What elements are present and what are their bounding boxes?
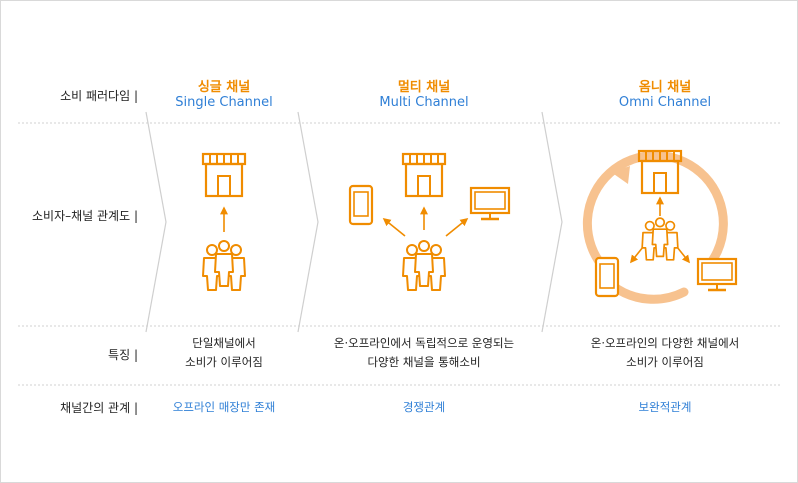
store-icon (201, 152, 247, 198)
feature-line: 온·오프라인의 다양한 채널에서 (590, 336, 740, 350)
single-channel-subtitle: Single Channel (175, 95, 273, 110)
single-channel-title: 싱글 채널 (197, 80, 251, 95)
single-channel-relation: 오프라인 매장만 존재 (172, 400, 276, 414)
omni-channel-title: 옴니 채널 (638, 80, 692, 95)
chevron-divider (541, 111, 563, 333)
row-label-features: 특징 | (108, 348, 138, 362)
consumers-icon (203, 241, 245, 290)
cycle-ring-icon (608, 281, 689, 304)
feature-line: 단일채널에서 (192, 336, 256, 350)
multi-channel-title: 멀티 채널 (397, 80, 451, 95)
multi-channel-relation: 경쟁관계 (402, 400, 446, 414)
single-channel-feature: 단일채널에서 소비가 이루어짐 (185, 334, 263, 372)
feature-line: 온·오프라인에서 독립적으로 운영되는 (333, 336, 515, 350)
arrow-right-icon (445, 217, 469, 237)
store-icon (637, 149, 683, 195)
cycle-ring-icon (582, 150, 728, 277)
feature-line: 소비가 이루어짐 (185, 355, 263, 369)
arrow-down-left-icon (630, 246, 644, 264)
omni-channel-feature: 온·오프라인의 다양한 채널에서 소비가 이루어짐 (591, 334, 740, 372)
row-label-relation-diagram: 소비자–채널 관계도 | (32, 209, 138, 223)
multi-channel-feature: 온·오프라인에서 독립적으로 운영되는 다양한 채널을 통해소비 (334, 334, 514, 372)
row-label-channel-relation: 채널간의 관계 | (60, 401, 138, 415)
chevron-divider (145, 111, 167, 333)
chevron-divider (297, 111, 319, 333)
arrow-down-right-icon (676, 246, 690, 264)
arrow-left-icon (382, 217, 406, 237)
multi-channel-subtitle: Multi Channel (379, 95, 469, 110)
cycle-arrowhead-icon (611, 166, 630, 184)
phone-icon (348, 184, 374, 226)
monitor-icon (469, 186, 511, 221)
row-label-paradigm: 소비 패러다임 | (60, 89, 138, 103)
store-icon (401, 152, 447, 198)
omni-channel-subtitle: Omni Channel (618, 95, 712, 110)
consumers-icon (642, 218, 678, 260)
phone-icon (594, 256, 620, 298)
consumers-icon (403, 241, 445, 290)
monitor-icon (696, 257, 738, 292)
feature-line: 소비가 이루어짐 (626, 355, 704, 369)
omni-channel-relation: 보완적관계 (638, 400, 692, 414)
feature-line: 다양한 채널을 통해소비 (367, 355, 481, 369)
